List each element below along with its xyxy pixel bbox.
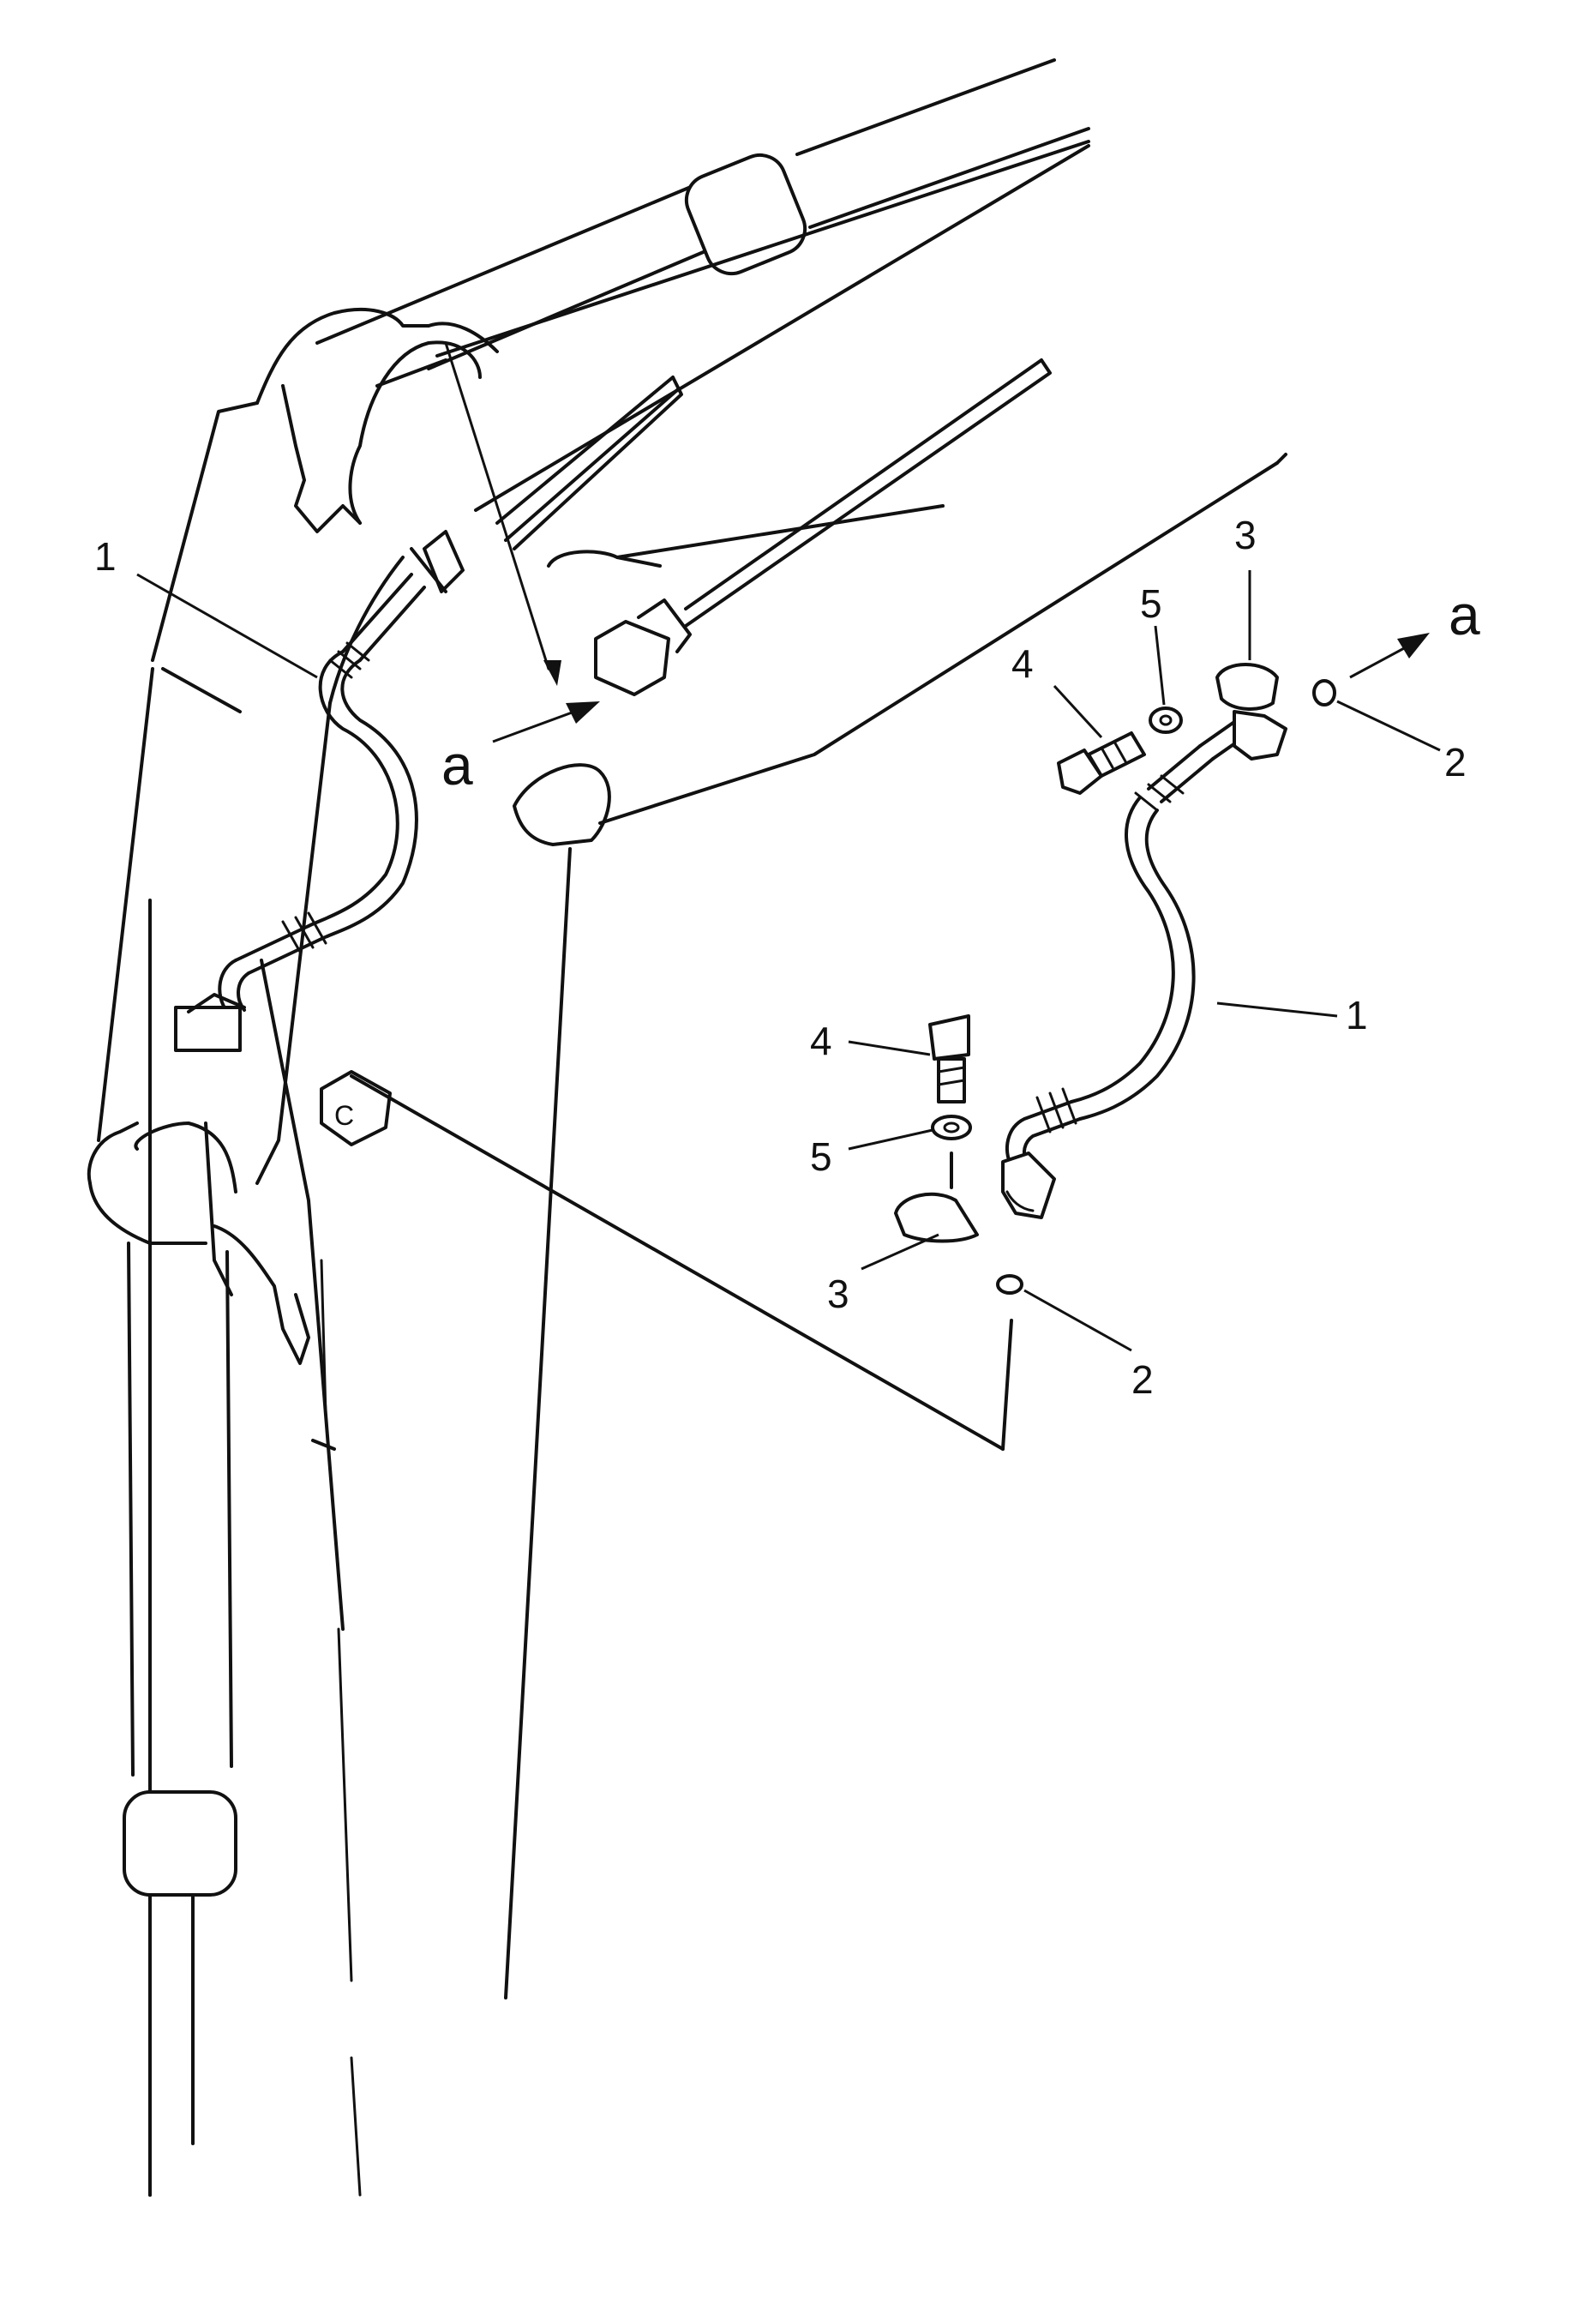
detail-hose [1001, 710, 1287, 1219]
callout-1-detail: 1 [1216, 993, 1368, 1037]
callout-5-bottom: 5 [810, 1128, 933, 1179]
callout-2-top: 2 [1336, 700, 1467, 785]
target-fitting: C [320, 1070, 1013, 1451]
callout-3-top: 3 [1234, 513, 1257, 660]
callout-1-detail-label: 1 [1346, 993, 1368, 1037]
oring-top [1312, 679, 1336, 707]
callout-5-top-label: 5 [1140, 581, 1162, 626]
callout-1-left-label: 1 [94, 534, 117, 579]
callout-5-top: 5 [1140, 581, 1166, 706]
callout-2-top-label: 2 [1444, 740, 1467, 785]
installed-hose-left [174, 530, 465, 1052]
oring-bottom [996, 1274, 1023, 1295]
washer-bottom [931, 1115, 972, 1140]
washer-top [1149, 707, 1183, 734]
section-label-left: a [441, 733, 473, 797]
callout-3-bottom-label: 3 [827, 1272, 849, 1316]
bolt-top [1057, 731, 1146, 795]
callout-3-bottom: 3 [827, 1233, 939, 1316]
hose-fitting-left [174, 1006, 242, 1052]
cylinder-collar-upper [684, 153, 807, 276]
callout-2-bottom: 2 [1023, 1289, 1154, 1402]
clamp-bottom [894, 1192, 979, 1243]
bolt-bottom [928, 1014, 970, 1103]
clamp-top [1215, 663, 1279, 711]
boom-structure [87, 58, 1287, 2197]
callout-4-bottom-label: 4 [810, 1019, 832, 1063]
callout-4-top-label: 4 [1011, 641, 1034, 686]
callout-3-top-label: 3 [1234, 513, 1257, 557]
callout-4-top: 4 [1011, 641, 1103, 739]
cylinder-collar-lower [123, 1790, 237, 1897]
center-flange [594, 598, 692, 696]
section-label-right: a [1449, 583, 1480, 646]
section-arrow-left: a [441, 341, 600, 797]
fitting-marking-label: C [334, 1100, 354, 1131]
section-arrow-right: a [1349, 583, 1480, 679]
callout-2-bottom-label: 2 [1131, 1357, 1154, 1402]
callout-1-left: 1 [94, 534, 318, 679]
callout-5-bottom-label: 5 [810, 1134, 832, 1179]
callout-4-bottom: 4 [810, 1019, 931, 1063]
